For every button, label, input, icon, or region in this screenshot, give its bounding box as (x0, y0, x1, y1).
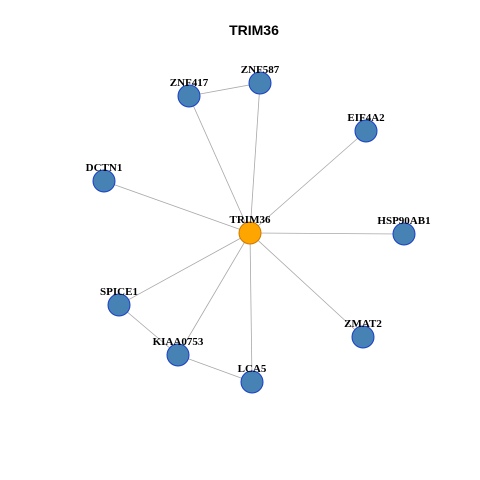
node-zmat2[interactable] (351, 325, 375, 349)
edge-trim36-znf587 (249, 82, 261, 234)
node-label-hsp90ab1: HSP90AB1 (377, 215, 430, 227)
labels-layer: TRIM36 ZNF587ZNF417EIF4A2DCTN1HSP90AB1SPI… (86, 64, 431, 375)
node-trim36[interactable] (238, 221, 262, 245)
node-spice1[interactable] (107, 293, 131, 317)
node-hsp90ab1[interactable] (392, 222, 416, 246)
nodes-layer (92, 71, 416, 394)
edge-trim36-spice1 (118, 232, 251, 306)
edge-trim36-zmat2 (249, 232, 364, 338)
node-eif4a2[interactable] (354, 119, 378, 143)
node-znf587[interactable] (248, 71, 272, 95)
node-label-znf417: ZNF417 (170, 77, 209, 89)
node-znf417[interactable] (177, 84, 201, 108)
node-label-eif4a2: EIF4A2 (347, 112, 385, 124)
node-label-znf587: ZNF587 (241, 64, 280, 76)
edge-trim36-kiaa0753 (177, 232, 251, 356)
node-label-lca5: LCA5 (238, 363, 267, 375)
node-label-dctn1: DCTN1 (86, 162, 123, 174)
node-label-kiaa0753: KIAA0753 (153, 336, 204, 348)
node-label-zmat2: ZMAT2 (344, 318, 382, 330)
edge-spice1-kiaa0753 (118, 304, 179, 356)
node-label-trim36: TRIM36 (230, 214, 271, 226)
edges-layer (103, 82, 405, 383)
edge-trim36-znf417 (188, 95, 251, 234)
edge-trim36-dctn1 (103, 180, 251, 234)
node-kiaa0753[interactable] (166, 343, 190, 367)
node-label-spice1: SPICE1 (100, 286, 138, 298)
edge-kiaa0753-lca5 (177, 354, 253, 383)
edge-znf417-znf587 (188, 82, 261, 97)
node-lca5[interactable] (240, 370, 264, 394)
node-dctn1[interactable] (92, 169, 116, 193)
diagram-title: TRIM36 (229, 22, 279, 38)
edge-trim36-lca5 (249, 232, 253, 383)
edge-trim36-hsp90ab1 (249, 232, 405, 235)
edge-trim36-eif4a2 (249, 130, 367, 234)
